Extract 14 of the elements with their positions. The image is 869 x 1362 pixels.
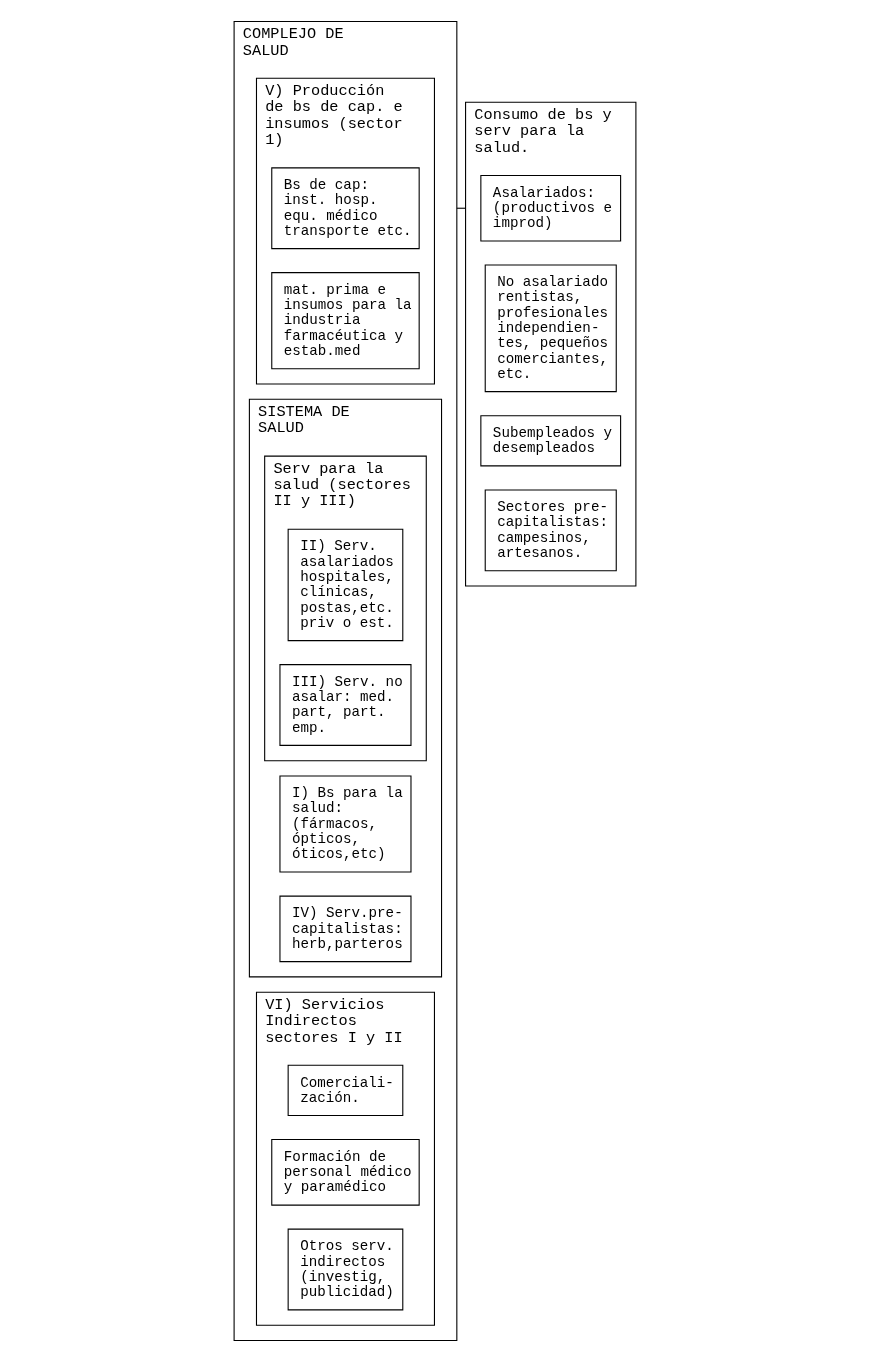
node-box: Subempleados y desempleados	[479, 415, 621, 467]
node-box: Sectores pre- capitalistas: campesinos, artesanos.	[484, 489, 617, 572]
connector	[455, 207, 466, 209]
node-box: Bs de cap: inst. hosp. equ. médico transporte etc.	[270, 167, 420, 250]
node-box: I) Bs para la salud: (fármacos, ópticos, óticos,etc)	[278, 775, 412, 873]
node-box: Formación de personal médico y paramédico	[270, 1139, 420, 1206]
node-box: Otros serv. indirectos (investig, publicidad)	[287, 1228, 403, 1311]
node-box: II) Serv. asalariados hospitales, clínicas, postas,etc. priv o est.	[287, 528, 403, 642]
node-box: No asalariado rentistas, profesionales independien- tes, pequeños comerciantes, etc.	[484, 264, 617, 393]
node-box: Asalariados: (productivos e improd)	[479, 174, 621, 242]
node-box: III) Serv. no asalar: med. part, part. emp.	[278, 664, 412, 746]
node-box: Comerciali- zación.	[287, 1064, 403, 1117]
node-box: mat. prima e insumos para la industria farmacéutica y estab.med	[270, 272, 420, 370]
node-box: IV) Serv.pre- capitalistas: herb,parteros	[278, 895, 412, 963]
